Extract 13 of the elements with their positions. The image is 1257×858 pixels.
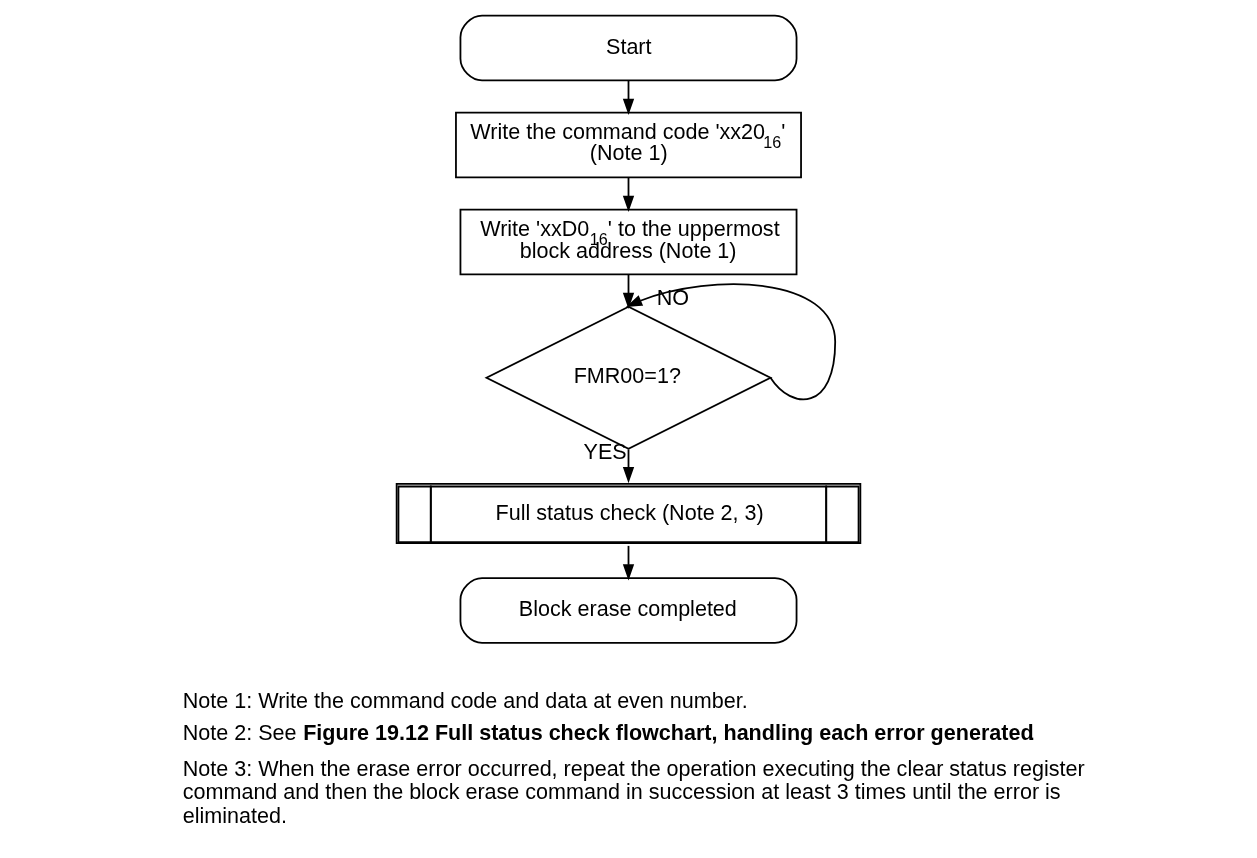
arrow (626, 283, 837, 401)
arrow (622, 448, 635, 484)
arrow (622, 176, 635, 212)
node-box: Block erase completed (459, 577, 798, 644)
label: Note 3: When the erase error occurred, repeat the operation executing the clear status register command and then the block erase command in succession at least 3 times until the error is eliminated. (182, 756, 1085, 828)
arrow (622, 273, 635, 310)
node-box: Write 'xxD0$_{16}$' to the uppermost block address (Note 1) (459, 208, 798, 276)
label: Note 2: See Figure 19.12 Full status check flowchart, handling each error generated. (182, 720, 1036, 746)
node-box: Start (459, 14, 798, 82)
node-box: Write the command code 'xx20$_{16}$' (Note 1) (455, 111, 802, 179)
arrow (622, 79, 635, 115)
arrow (622, 545, 635, 581)
label: Note 1: Write the command code and data at even number. (182, 687, 748, 713)
